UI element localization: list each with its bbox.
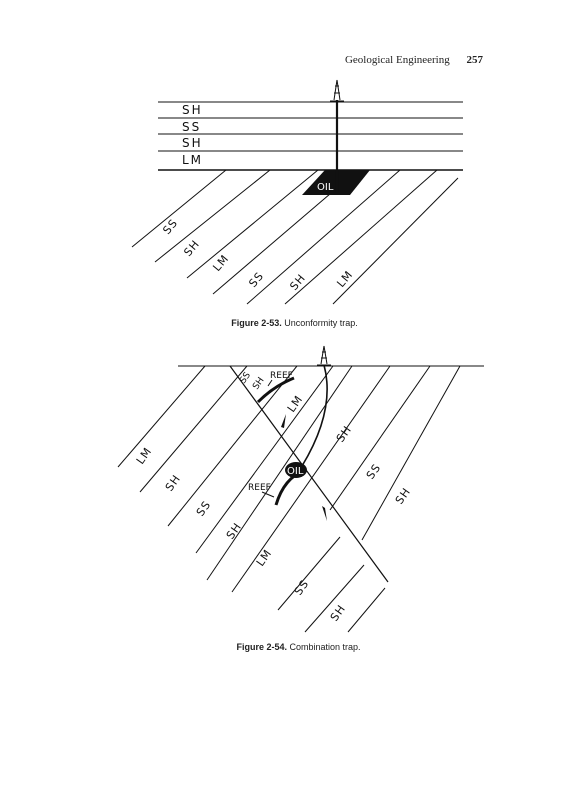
- left-label-sh-2: SH: [224, 520, 245, 542]
- figure-2-53-number: Figure 2-53.: [231, 318, 282, 328]
- mid-label-lm: LM: [285, 393, 306, 415]
- wedge-label-ss: SS: [238, 370, 253, 385]
- figure-2-54-caption-text: Combination trap.: [289, 642, 361, 652]
- mid-label-lm-lower: LM: [254, 547, 275, 569]
- right-label-sh-2: SH: [393, 485, 414, 507]
- reef-label-upper: REEF: [270, 371, 293, 381]
- figure-2-54-number: Figure 2-54.: [236, 642, 287, 652]
- bottom-label-sh: SS: [292, 577, 312, 598]
- layer-label-ss: SS: [182, 120, 201, 134]
- figure-2-53-caption: Figure 2-53. Unconformity trap.: [10, 318, 569, 328]
- layer-label-sh-1: SH: [182, 103, 203, 117]
- running-title: Geological Engineering: [344, 54, 450, 66]
- oil-label-54: OIL: [287, 466, 304, 477]
- layer-label-lm: LM: [182, 153, 203, 167]
- layer-label-sh-2: SH: [182, 136, 203, 150]
- right-label-ss: SS: [364, 461, 384, 482]
- oil-label-53: OIL: [317, 182, 334, 193]
- figure-2-53-caption-text: Unconformity trap.: [284, 318, 358, 328]
- left-label-lm: LM: [134, 445, 155, 467]
- bottom-label-ss: SH: [328, 602, 349, 624]
- wedge-label-sh: SH: [251, 376, 266, 392]
- page-number: 257: [466, 54, 484, 66]
- left-label-sh: SH: [163, 472, 184, 494]
- left-label-ss: SS: [194, 498, 214, 519]
- figure-2-54-caption: Figure 2-54. Combination trap.: [14, 642, 569, 652]
- running-header: Geological Engineering 257: [345, 54, 483, 66]
- reef-label-lower: REEF: [248, 483, 271, 493]
